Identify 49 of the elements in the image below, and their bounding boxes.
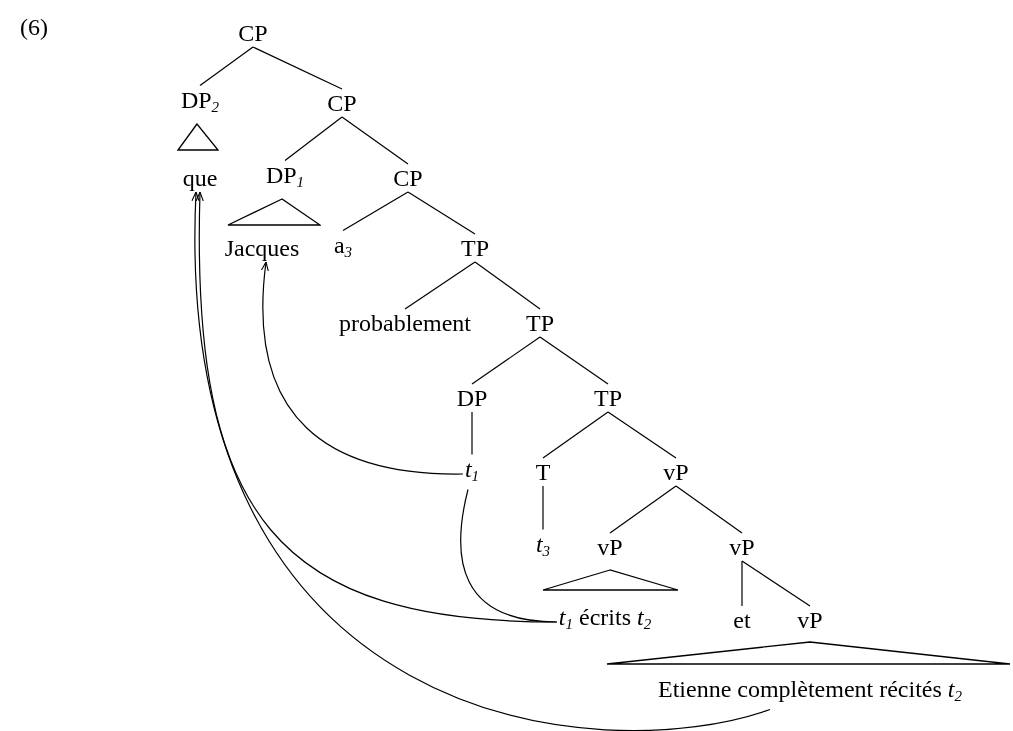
example-number: (6): [20, 14, 48, 41]
tree-node-label: t$_{1}$: [462, 454, 482, 490]
tree-node-label: Etienne complètement récités t$_{2}$: [656, 674, 964, 710]
tree-branch: [471, 336, 541, 385]
tree-node-label: TP: [459, 234, 491, 262]
tree-branch: [341, 116, 409, 165]
tree-node-label: Jacques: [222, 234, 302, 262]
tree-branch: [342, 191, 409, 232]
triangle-symbol: [606, 641, 1011, 665]
tree-branch: [539, 336, 609, 385]
tree-branch: [284, 116, 343, 162]
tree-node-label: T: [533, 458, 553, 486]
tree-branch: [474, 261, 541, 310]
tree-branch: [607, 411, 677, 459]
tree-node-label: vP: [727, 533, 757, 561]
tree-node-label: CP: [236, 19, 270, 47]
movement-arrow: [195, 191, 558, 623]
tree-branch: [609, 485, 677, 534]
tree-node-label: vP: [795, 606, 825, 634]
triangle-symbol: [177, 123, 219, 151]
tree-node-label: DP: [454, 384, 490, 412]
tree-branch: [199, 46, 254, 87]
tree-branch: [741, 560, 743, 607]
tree-branch: [542, 485, 544, 531]
tree-branch: [404, 261, 476, 310]
tree-branch: [407, 191, 476, 235]
tree-node-label: t$_{3}$: [533, 529, 553, 565]
movement-arrow: [192, 191, 771, 731]
tree-node-label: a$_{3}$: [331, 230, 355, 266]
tree-node-label: vP: [661, 458, 691, 486]
tree-branch: [471, 411, 473, 456]
tree-node-label: probablement: [337, 309, 473, 337]
tree-node-label: t$_{1}$ écrits t$_{2}$: [556, 602, 654, 638]
movement-arrow: [261, 261, 464, 475]
tree-branch: [252, 46, 343, 90]
tree-node-label: que: [180, 164, 220, 192]
tree-node-label: TP: [592, 384, 624, 412]
tree-branch: [542, 411, 609, 459]
tree-node-label: TP: [524, 309, 556, 337]
tree-node-label: DP$_{1}$: [263, 160, 307, 196]
tree-node-label: vP: [595, 533, 625, 561]
tree-branch: [675, 485, 743, 534]
tree-node-label: DP$_{2}$: [178, 85, 222, 121]
triangle-symbol: [227, 198, 321, 226]
tree-node-label: CP: [325, 89, 359, 117]
tree-branch: [741, 560, 811, 607]
tree-node-label: CP: [391, 164, 425, 192]
triangle-symbol: [542, 569, 679, 591]
tree-node-label: et: [731, 606, 753, 634]
